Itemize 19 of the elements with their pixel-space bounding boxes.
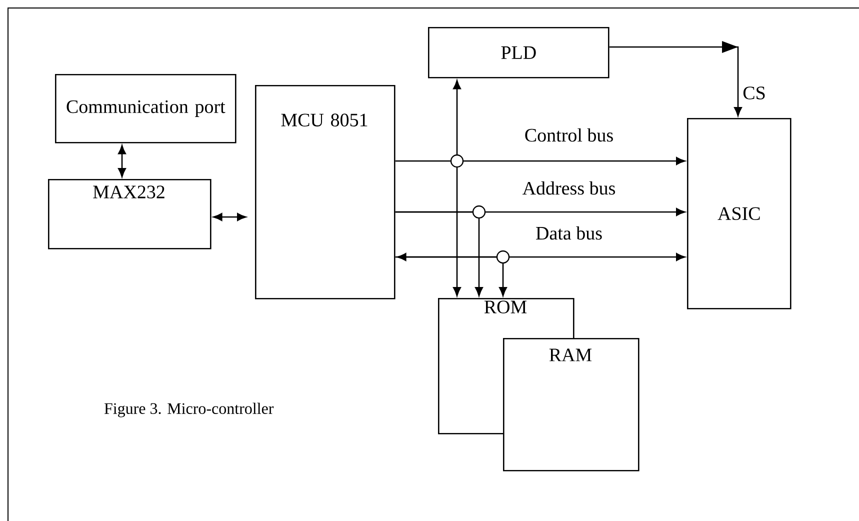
arrow xyxy=(609,41,742,116)
chip-block: MAX232 xyxy=(48,179,212,250)
edge-label: Control bus xyxy=(523,127,615,143)
edge-label: Data bus xyxy=(534,225,604,241)
mcu-block: MCU 8051 xyxy=(255,85,396,300)
arrow xyxy=(453,80,461,296)
arrow xyxy=(213,213,246,221)
arrow xyxy=(395,256,507,296)
memory-block: RAM xyxy=(503,338,640,472)
chip-block: ASIC xyxy=(687,118,792,310)
arrow xyxy=(397,253,686,261)
edge-label: Address bus xyxy=(521,180,617,196)
caption: Figure 3. Micro-controller xyxy=(104,402,274,418)
arrow xyxy=(395,157,686,165)
edge-label: CS xyxy=(742,86,767,100)
port-block: Communication port xyxy=(55,74,236,144)
logic-block: PLD xyxy=(428,27,610,78)
arrow xyxy=(118,145,126,178)
arrow xyxy=(395,211,483,296)
